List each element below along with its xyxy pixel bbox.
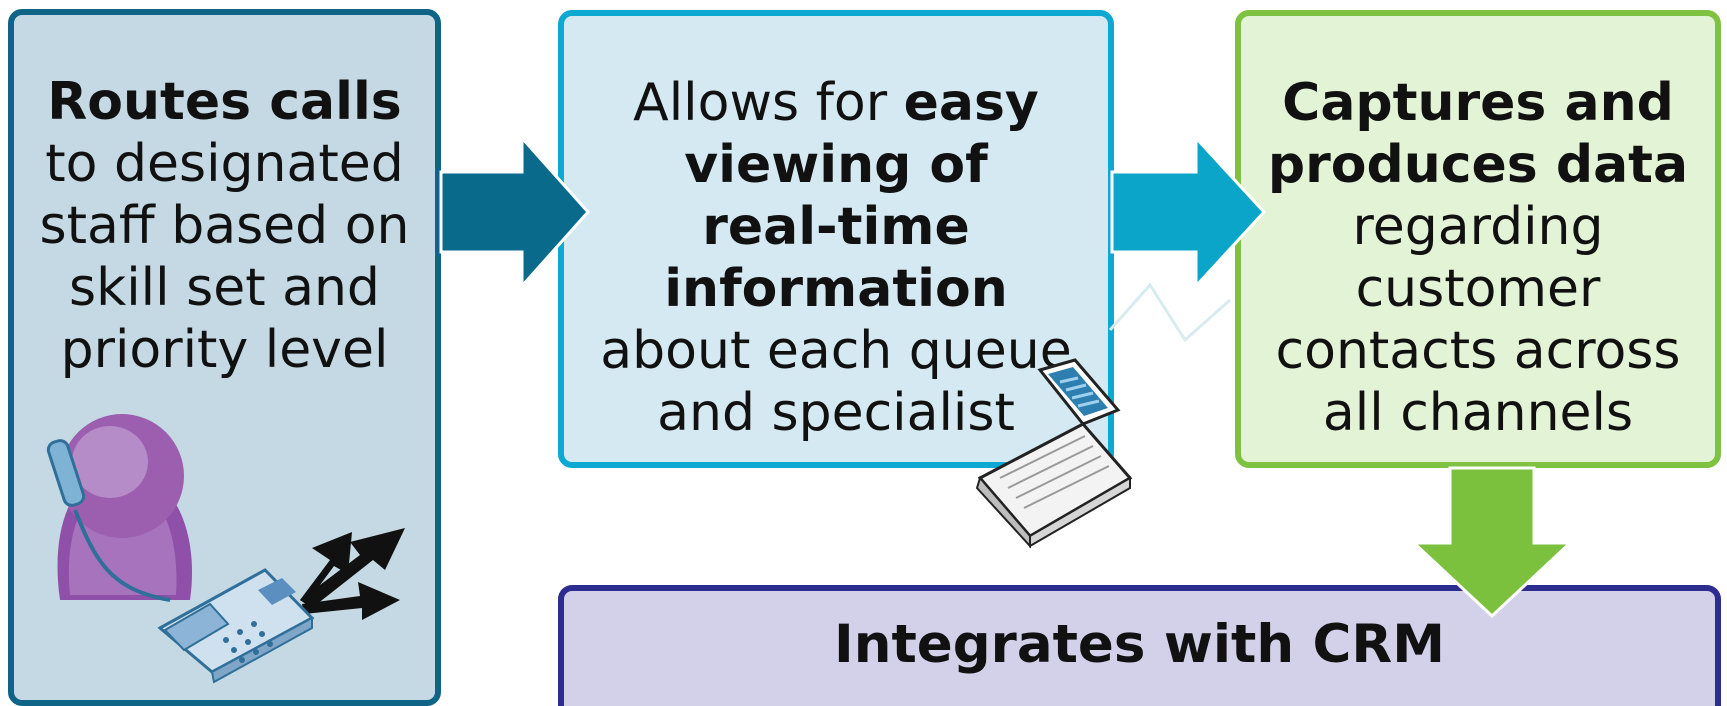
crm-integration-box: Integrates with CRM xyxy=(558,585,1721,706)
emphasis-text: viewing of xyxy=(684,135,988,195)
body-text: to designated xyxy=(45,134,404,194)
crm-integration-label: Integrates with CRM xyxy=(834,614,1445,675)
body-text: customer xyxy=(1355,259,1601,319)
box-line: staff based on xyxy=(14,195,435,257)
box-line: and specialist xyxy=(564,382,1108,444)
routing-arrows-icon xyxy=(300,528,405,620)
body-text: and specialist xyxy=(657,383,1015,443)
flow-arrow-1 xyxy=(439,134,591,290)
box-line: real-time xyxy=(564,196,1108,258)
emphasis-text: Captures and xyxy=(1282,73,1674,133)
flow-arrow-2 xyxy=(1110,134,1267,290)
emphasis-text: real-time xyxy=(702,197,970,257)
box-line: viewing of xyxy=(564,134,1108,196)
desk-phone-icon xyxy=(157,568,315,684)
box-line: Captures and xyxy=(1241,72,1715,134)
emphasis-text: Routes calls xyxy=(47,72,402,132)
decorative-line xyxy=(1108,282,1231,343)
box-line: customer xyxy=(1241,258,1715,320)
box-line: all channels xyxy=(1241,382,1715,444)
body-text: all channels xyxy=(1322,383,1634,443)
body-text: regarding xyxy=(1352,197,1604,257)
box-line: skill set and xyxy=(14,257,435,319)
flow-arrow-down xyxy=(1410,466,1574,619)
body-text: Allows for xyxy=(633,73,904,133)
person-with-phone-icon xyxy=(46,414,193,602)
emphasis-text: easy xyxy=(903,73,1039,133)
body-text: staff based on xyxy=(39,196,410,256)
body-text: about each queue xyxy=(600,321,1072,381)
box-line: information xyxy=(564,258,1108,320)
box-line: to designated xyxy=(14,133,435,195)
box-line: contacts across xyxy=(1241,320,1715,382)
box-line: priority level xyxy=(14,319,435,381)
box-line: Routes calls xyxy=(14,71,435,133)
emphasis-text: produces data xyxy=(1267,135,1689,195)
box-line: about each queue xyxy=(564,320,1108,382)
emphasis-text: information xyxy=(664,259,1008,319)
box-line: Allows for easy xyxy=(564,72,1108,134)
box-line: produces data xyxy=(1241,134,1715,196)
box-line: regarding xyxy=(1241,196,1715,258)
body-text: contacts across xyxy=(1275,321,1681,381)
laptop-icon xyxy=(975,358,1133,549)
body-text: priority level xyxy=(60,320,389,380)
body-text: skill set and xyxy=(69,258,380,318)
